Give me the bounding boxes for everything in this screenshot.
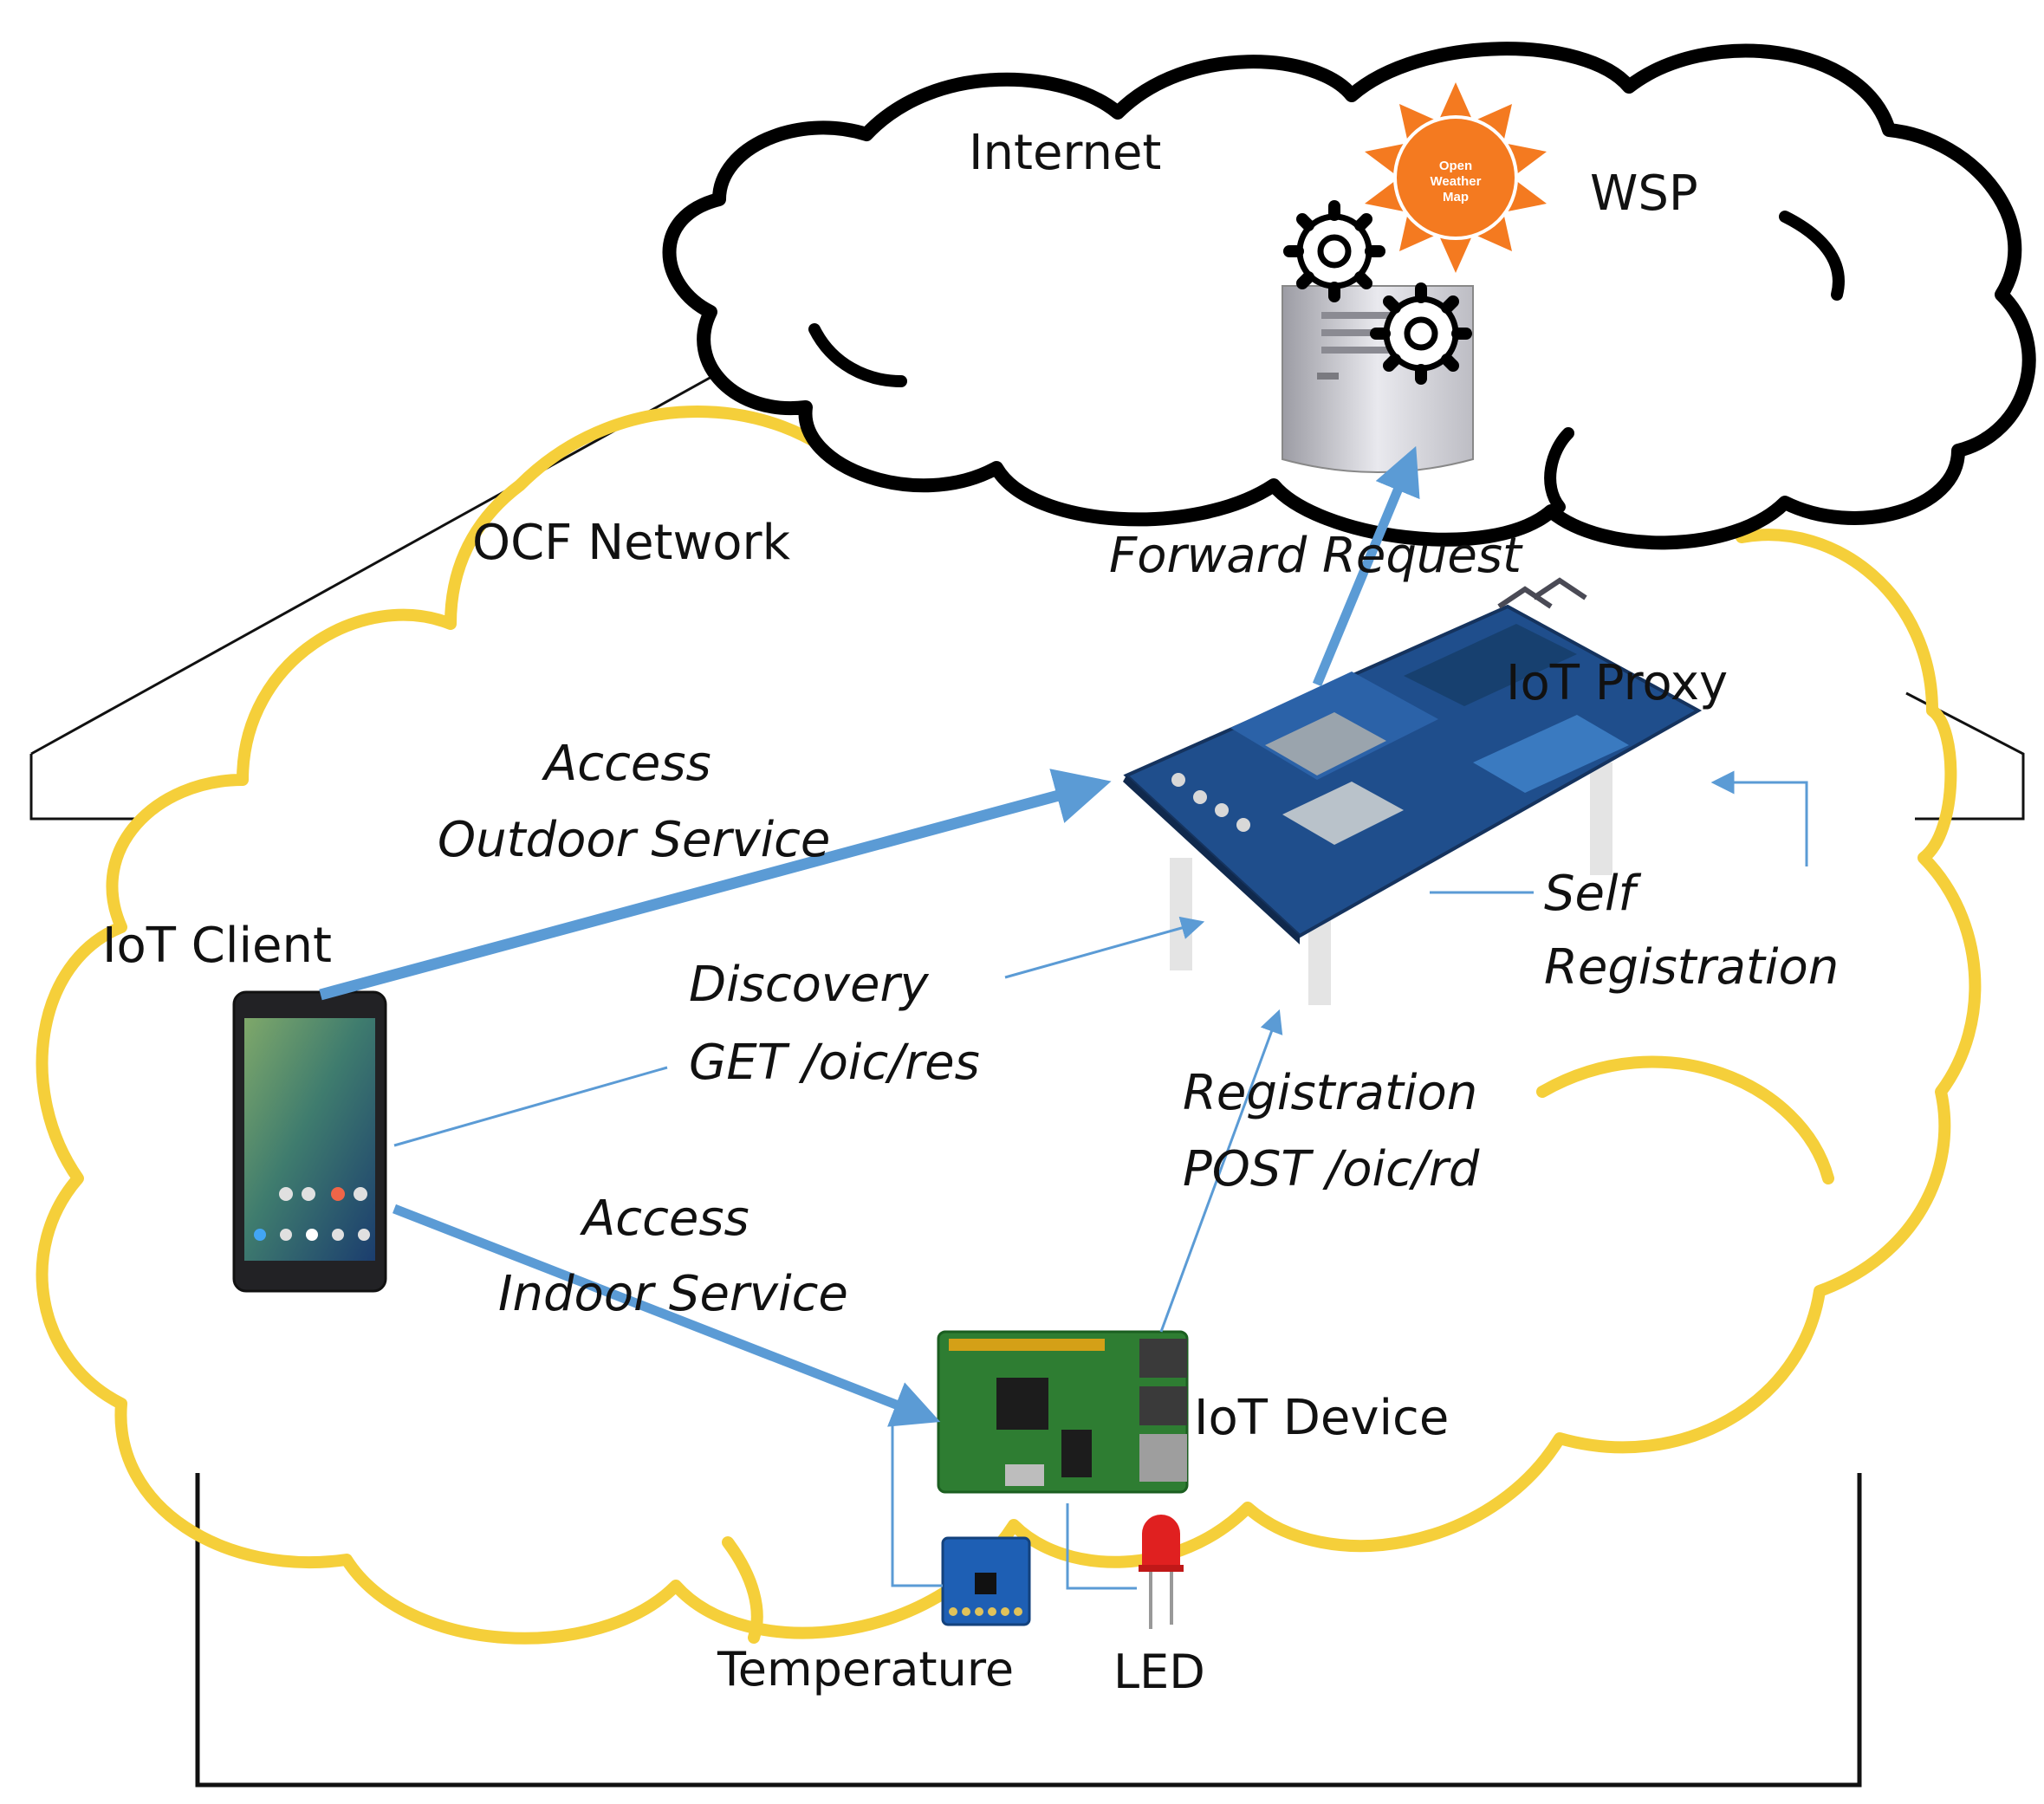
discovery-arrow-head <box>1004 916 1205 979</box>
led-connector <box>1066 1503 1137 1590</box>
iot-proxy-board-icon <box>1123 577 1703 1005</box>
self-registration-label-2: Registration <box>1544 939 1839 996</box>
gear-icon <box>1283 200 1385 302</box>
access-indoor-label-2: Indoor Service <box>498 1266 848 1322</box>
connector-arrows <box>319 445 1808 1590</box>
iot-client-label: IoT Client <box>102 918 332 974</box>
iot-device-board-icon <box>937 1330 1189 1494</box>
logo-text-map: Map <box>1443 190 1469 204</box>
temperature-sensor-icon <box>941 1536 1031 1626</box>
registration-label-2: POST /oic/rd <box>1183 1141 1480 1197</box>
access-indoor-arrow <box>393 1204 941 1427</box>
access-outdoor-label-1: Access <box>542 736 711 792</box>
ocf-network-label: OCF Network <box>472 515 791 571</box>
logo-text-open: Open <box>1439 159 1472 173</box>
self-registration-label-1: Self <box>1544 866 1642 922</box>
forward-request-label: Forward Request <box>1109 528 1523 584</box>
iot-device-label: IoT Device <box>1194 1390 1449 1446</box>
access-indoor-label-1: Access <box>580 1191 749 1247</box>
led-label: LED <box>1113 1645 1205 1699</box>
logo-text-weather: Weather <box>1431 174 1482 189</box>
openweathermap-sun-icon: Open Weather Map <box>1365 82 1547 273</box>
access-outdoor-arrow <box>319 769 1112 1001</box>
access-outdoor-label-2: Outdoor Service <box>438 812 830 868</box>
forward-request-arrow <box>1312 445 1420 687</box>
discovery-label-1: Discovery <box>689 957 930 1013</box>
internet-label: Internet <box>969 125 1161 181</box>
discovery-arrow <box>393 1066 668 1147</box>
temperature-connector <box>891 1418 943 1587</box>
registration-label-1: Registration <box>1183 1065 1477 1121</box>
wsp-label: WSP <box>1590 165 1698 222</box>
iot-proxy-label: IoT Proxy <box>1506 655 1728 711</box>
led-icon <box>1139 1515 1184 1629</box>
self-registration-return <box>1710 770 1808 866</box>
iot-client-phone-icon <box>232 990 387 1293</box>
temperature-label: Temperature <box>717 1642 1014 1697</box>
registration-arrow <box>1159 1009 1283 1333</box>
house-outline <box>29 308 2025 1788</box>
discovery-label-2: GET /oic/res <box>689 1035 980 1091</box>
gear-icon <box>1370 282 1472 385</box>
